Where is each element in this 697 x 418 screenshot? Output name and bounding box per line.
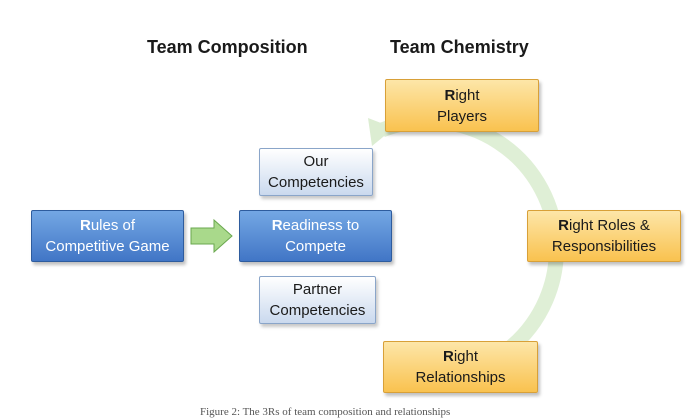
heading-team-composition: Team Composition (147, 37, 308, 57)
block-arrow (190, 218, 233, 254)
right-roles-box: Right Roles & Responsibilities (527, 210, 681, 262)
our-competencies-box: Our Competencies (259, 148, 373, 196)
partner-competencies-box: Partner Competencies (259, 276, 376, 324)
right-players-box: Right Players (385, 79, 539, 132)
heading-team-chemistry: Team Chemistry (390, 37, 529, 57)
rules-box: Rules of Competitive Game (31, 210, 184, 262)
right-relationships-box: Right Relationships (383, 341, 538, 393)
readiness-box: Readiness to Compete (239, 210, 392, 262)
figure-caption: Figure 2: The 3Rs of team composition an… (200, 406, 451, 418)
cycle-arrowhead (368, 118, 394, 146)
